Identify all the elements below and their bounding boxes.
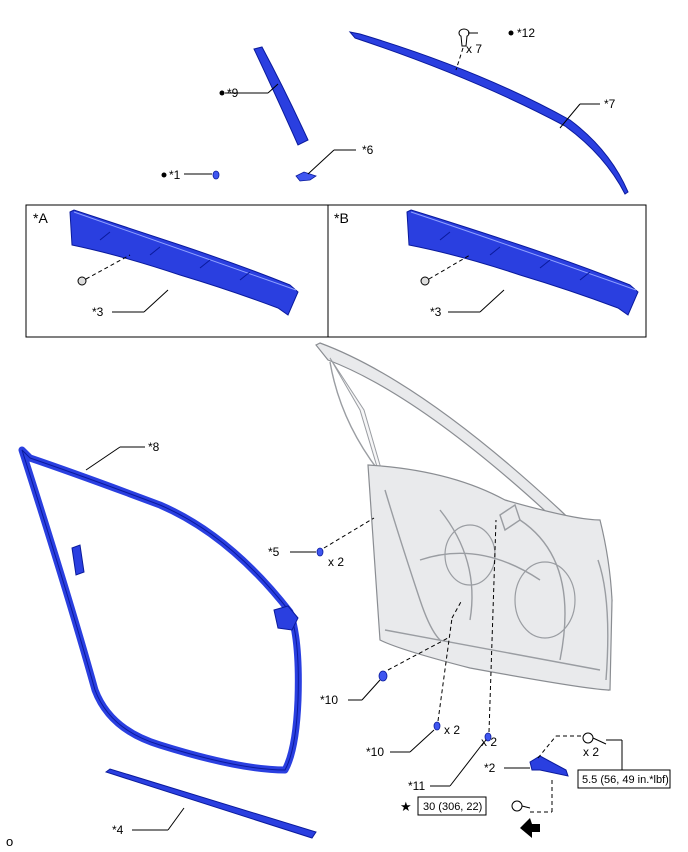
leader-lines <box>85 83 623 831</box>
label-10-qty: x 2 <box>444 723 460 737</box>
label-box-a: *A <box>33 210 48 226</box>
label-11: *11 <box>408 779 425 793</box>
label-10a: *10 <box>320 693 338 707</box>
label-9: *9 <box>227 86 239 100</box>
label-5-qty: x 2 <box>328 555 344 569</box>
bolt-torque-box <box>577 769 671 789</box>
hinge-assembly <box>511 732 607 838</box>
bullet-1 <box>161 172 167 178</box>
label-3b: *3 <box>430 305 442 319</box>
bolt-torque-value: 5.5 (56, 49 in.*lbf) <box>582 774 669 786</box>
hinge-torque-box <box>417 796 487 816</box>
bullet-12 <box>508 30 514 36</box>
footer-mark: o <box>6 834 13 849</box>
label-12: *12 <box>517 26 535 40</box>
label-8: *8 <box>148 440 160 454</box>
door-panel <box>315 342 613 692</box>
label-11-qty: x 2 <box>481 735 497 749</box>
plugs <box>316 517 497 742</box>
label-bolt-qty: x 2 <box>583 745 599 759</box>
label-2: *2 <box>484 761 496 775</box>
hinge-torque-value: 30 (306, 22) <box>423 801 482 813</box>
label-10b: *10 <box>366 745 384 759</box>
part-1-plug <box>212 170 220 180</box>
box-b <box>327 204 647 338</box>
label-3a: *3 <box>92 305 104 319</box>
part-9-garnish <box>253 46 309 146</box>
label-7: *7 <box>604 97 616 111</box>
part-4-strip <box>104 768 317 839</box>
box-a <box>25 204 329 338</box>
bullet-9 <box>219 90 225 96</box>
part-12-clip <box>455 28 478 71</box>
label-box-b: *B <box>334 210 349 226</box>
part-6-clip <box>295 171 317 182</box>
part-8-weatherstrip <box>18 446 302 774</box>
label-1: *1 <box>169 168 181 182</box>
part-7-molding <box>348 31 629 195</box>
label-x7: x 7 <box>466 42 482 56</box>
label-5: *5 <box>268 545 280 559</box>
label-6: *6 <box>362 143 374 157</box>
label-4: *4 <box>112 823 124 837</box>
star-symbol: ★ <box>400 799 412 814</box>
